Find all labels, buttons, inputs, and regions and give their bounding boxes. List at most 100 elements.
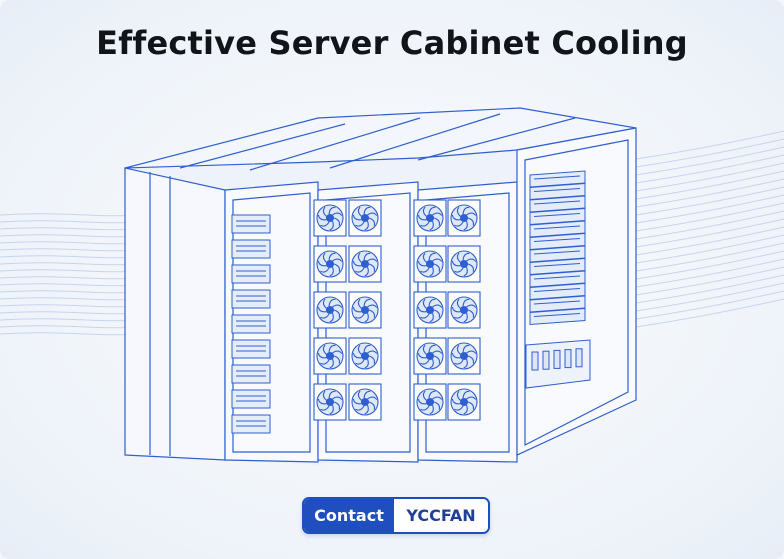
fan-blade: [417, 306, 427, 313]
fan-blade: [322, 344, 327, 355]
fan-blade: [432, 396, 443, 400]
fan-blade: [466, 304, 477, 308]
cabinet-bay-door-4: [524, 139, 629, 446]
power-port: [542, 350, 550, 370]
fan-blade: [367, 258, 378, 262]
server-unit-vent: [533, 213, 581, 217]
fan-blade: [429, 266, 434, 277]
fan-blade: [420, 405, 430, 411]
left-bay-unit-lines: [236, 395, 266, 402]
fan-blade: [320, 359, 330, 365]
fan-hub: [325, 397, 335, 407]
left-bay-unit-lines: [236, 220, 266, 227]
fan-blade: [429, 312, 434, 323]
left-bay-unit: [231, 389, 271, 409]
fan-blade: [467, 217, 475, 226]
page-title: Effective Server Cabinet Cooling: [96, 24, 688, 62]
fan-blade: [451, 306, 461, 313]
fan-blade: [420, 313, 430, 319]
fan-hub: [360, 213, 370, 223]
left-bay-unit-lines: [236, 245, 266, 252]
fan-blade: [432, 258, 443, 262]
fan-blade: [451, 214, 461, 221]
fan-blade: [363, 206, 371, 215]
fan-blade: [462, 298, 470, 307]
fan-blade: [466, 258, 477, 262]
fan-blade: [317, 214, 327, 221]
fan-blade: [463, 404, 468, 415]
fan-blade: [363, 298, 371, 307]
fan-blade: [364, 358, 369, 369]
fan-blade: [352, 352, 362, 359]
contact-label: Contact: [304, 499, 394, 532]
airflow-line-right: [635, 162, 784, 192]
server-unit-vent: [533, 188, 581, 192]
airflow-line-right: [635, 170, 784, 200]
fan-hub: [459, 397, 469, 407]
fan-blade: [333, 401, 341, 410]
airflow-line-right: [635, 202, 784, 232]
fan-blade: [332, 212, 343, 216]
brand-label: YCCFAN: [394, 499, 488, 532]
fan-blade: [422, 206, 427, 217]
fan-blade: [462, 344, 470, 353]
fan-blade: [454, 221, 464, 227]
fan-blade: [428, 390, 436, 399]
fan-blade: [328, 298, 336, 307]
fan-blade: [364, 220, 369, 231]
power-port: [564, 349, 572, 369]
fan-blade: [368, 401, 376, 410]
fan-blade: [329, 312, 334, 323]
airflow-line-left: [0, 311, 136, 315]
server-unit-vent: [533, 175, 581, 180]
server-rack: [231, 170, 591, 434]
server-unit-vent: [533, 300, 581, 305]
power-port: [531, 351, 539, 371]
fan-hub: [325, 213, 335, 223]
fan-blade: [428, 298, 436, 307]
fan-blade: [355, 359, 365, 365]
fan-blade: [429, 404, 434, 415]
fan-blade: [429, 220, 434, 231]
airflow-line-left: [0, 290, 136, 294]
fan-blade: [329, 266, 334, 277]
server-unit-vent: [533, 200, 581, 205]
server-unit-vent: [533, 275, 581, 280]
fan-hub: [325, 305, 335, 315]
contact-yccfan-button[interactable]: Contact YCCFAN: [302, 497, 490, 534]
fan-array: [313, 199, 481, 421]
fan-blade: [422, 252, 427, 263]
left-bay-unit: [231, 289, 271, 309]
fan-blade: [463, 220, 468, 231]
fan-blade: [357, 206, 362, 217]
fan-blade: [357, 252, 362, 263]
fan-blade: [332, 258, 343, 262]
fan-hub: [360, 351, 370, 361]
airflow-line-left: [0, 234, 136, 238]
fan-blade: [467, 309, 475, 318]
server-unit-vent: [533, 313, 581, 317]
fan-blade: [367, 396, 378, 400]
fan-blade: [417, 352, 427, 359]
fan-blade: [417, 260, 427, 267]
fan-blade: [352, 398, 362, 405]
fan-blade: [451, 352, 461, 359]
fan-blade: [333, 217, 341, 226]
airflow-line-right: [635, 210, 784, 240]
fan-blade: [463, 358, 468, 369]
fan-blade: [462, 390, 470, 399]
fan-blade: [320, 267, 330, 273]
power-port: [575, 348, 583, 368]
fan-blade: [433, 217, 441, 226]
fan-hub: [459, 259, 469, 269]
airflow-line-right: [635, 266, 784, 296]
fan-blade: [333, 309, 341, 318]
airflow-line-right: [635, 298, 784, 328]
fan-blade: [454, 313, 464, 319]
fan-blade: [428, 252, 436, 261]
left-bay-unit-lines: [236, 370, 266, 377]
fan-blade: [364, 404, 369, 415]
airflow-line-left: [0, 255, 136, 259]
fan-blade: [329, 220, 334, 231]
server-unit-vent: [533, 288, 581, 292]
